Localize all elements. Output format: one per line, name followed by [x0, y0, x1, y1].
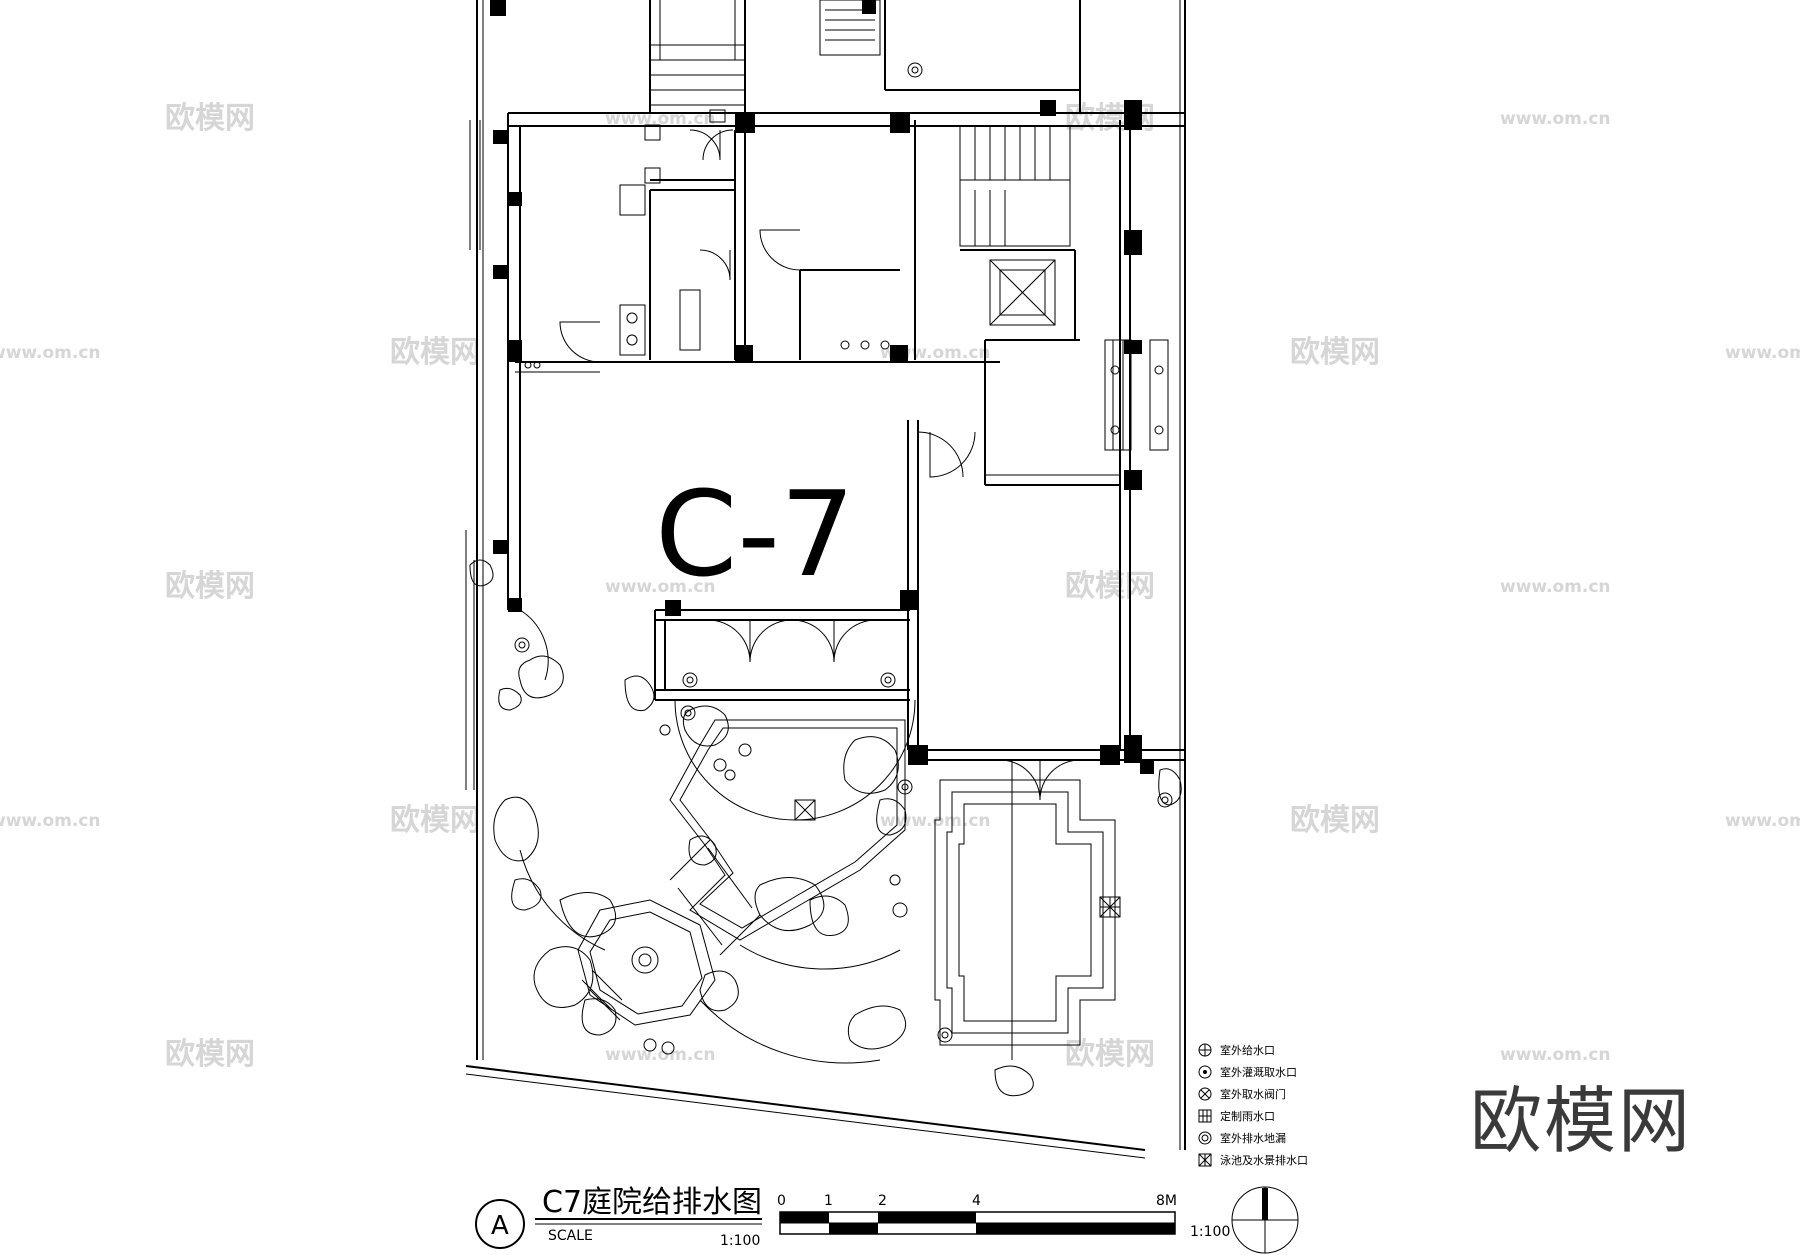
- title-marker: A: [491, 1211, 509, 1241]
- drawing-title: C7庭院给排水图: [542, 1185, 762, 1220]
- legend: 室外给水口 室外灌溉取水口 室外取水阀门 定制雨水口 室外排水地漏 泳池及水景排…: [1198, 1043, 1308, 1167]
- site-boundary: [465, 0, 1186, 1159]
- structural-columns: [490, 0, 1154, 774]
- scale-tick-0: 0: [777, 1193, 786, 1209]
- scale-tick-2: 2: [878, 1193, 887, 1209]
- watermark-brand: 欧模网: [1290, 803, 1380, 838]
- north-arrow-icon: [1262, 1188, 1268, 1220]
- watermark-url: www.om.cn: [1500, 109, 1611, 129]
- watermark-url: www.om.cn: [0, 343, 101, 363]
- stair-entry: [649, 0, 881, 114]
- watermark-brand: 欧模网: [165, 569, 255, 604]
- fixtures: [524, 184, 1169, 451]
- scale-tick-4: 4: [972, 1193, 981, 1209]
- watermark-brand: 欧模网: [390, 803, 480, 838]
- watermark-brand: 欧模网: [165, 101, 255, 136]
- watermark-brand: 欧模网: [1065, 1037, 1155, 1072]
- stair-upper: [959, 125, 1071, 247]
- scale-tick-8m: 8M: [1156, 1193, 1177, 1209]
- fountain: [577, 899, 716, 1026]
- legend-water-supply: 室外给水口: [1220, 1043, 1275, 1057]
- rockeries: [469, 559, 1182, 1097]
- legend-irrigation-outlet: 室外灌溉取水口: [1220, 1065, 1297, 1079]
- watermark-url: www.om.cn: [605, 577, 716, 597]
- scale-word: SCALE: [548, 1228, 593, 1244]
- corner-watermark: 欧模网: [1470, 1079, 1693, 1163]
- watermark-layer: 欧模网 欧模网 欧模网 欧模网 欧模网 欧模网 欧模网 欧模网 欧模网 欧模网 …: [0, 101, 1800, 1072]
- watermark-url: www.om.cn: [605, 1045, 716, 1065]
- watermark-brand: 欧模网: [390, 335, 480, 370]
- title-scale: 1:100: [720, 1233, 760, 1249]
- garden-paths: [519, 609, 916, 1064]
- drain-symbols: [514, 62, 1173, 1055]
- watermark-url: www.om.cn: [1725, 811, 1800, 831]
- watermark-brand: 欧模网: [1290, 335, 1380, 370]
- swimming-pool: [934, 760, 1116, 1060]
- title-block: A C7庭院给排水图 SCALE 1:100: [475, 1185, 762, 1249]
- watermark-brand: 欧模网: [1065, 569, 1155, 604]
- watermark-url: www.om.cn: [1500, 1045, 1611, 1065]
- watermark-url: www.om.cn: [1500, 577, 1611, 597]
- elevator: [989, 259, 1056, 326]
- scale-bar: 0 1 2 4 8M 1:100: [777, 1186, 1299, 1254]
- watermark-brand: 欧模网: [165, 1037, 255, 1072]
- scale-tick-1: 1: [824, 1193, 833, 1209]
- scale-ratio: 1:100: [1190, 1224, 1230, 1240]
- legend-floor-drain: 室外排水地漏: [1220, 1131, 1286, 1145]
- watermark-url: www.om.cn: [0, 811, 101, 831]
- doors: [559, 129, 1081, 801]
- legend-rain-grate: 定制雨水口: [1220, 1109, 1275, 1123]
- room-label: C-7: [655, 465, 855, 603]
- legend-pool-drain: 泳池及水景排水口: [1220, 1153, 1308, 1167]
- watermark-url: www.om.cn: [1725, 343, 1800, 363]
- legend-valve: 室外取水阀门: [1220, 1087, 1286, 1101]
